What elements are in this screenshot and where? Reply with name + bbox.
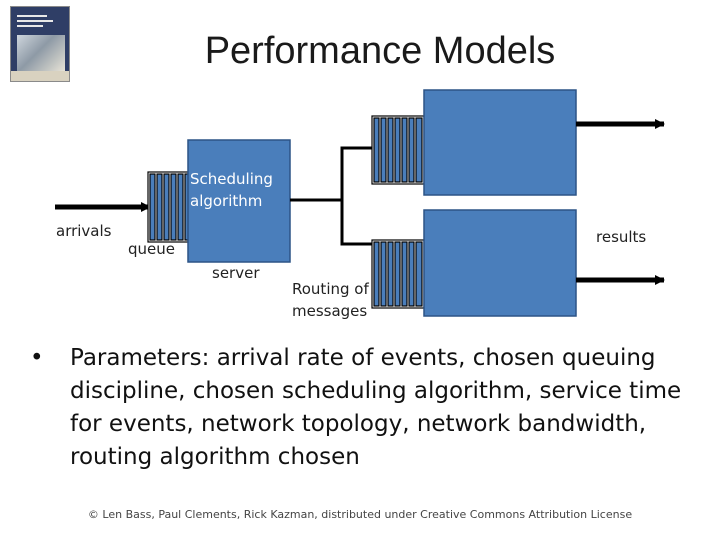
results-label: results xyxy=(596,228,647,246)
server-label: server xyxy=(212,264,260,282)
arrivals-label: arrivals xyxy=(56,222,112,240)
upper-queue xyxy=(371,115,425,185)
lower-queue xyxy=(371,239,425,309)
bullet-parameters: Parameters: arrival rate of events, chos… xyxy=(70,345,682,470)
upper-server-box xyxy=(423,89,577,196)
lower-server-box xyxy=(423,209,577,317)
slide-title: Performance Models xyxy=(204,30,556,72)
routing-label: Routing of messages xyxy=(292,280,369,320)
routing-lines xyxy=(290,146,372,246)
queue-label: queue xyxy=(128,240,175,258)
book-cover-image xyxy=(10,6,70,82)
scheduling-algorithm-label: Scheduling algorithm xyxy=(190,170,273,210)
bullet-marker: • xyxy=(30,345,44,371)
footer-license: © Len Bass, Paul Clements, Rick Kazman, … xyxy=(87,508,633,521)
main-queue xyxy=(147,171,191,243)
